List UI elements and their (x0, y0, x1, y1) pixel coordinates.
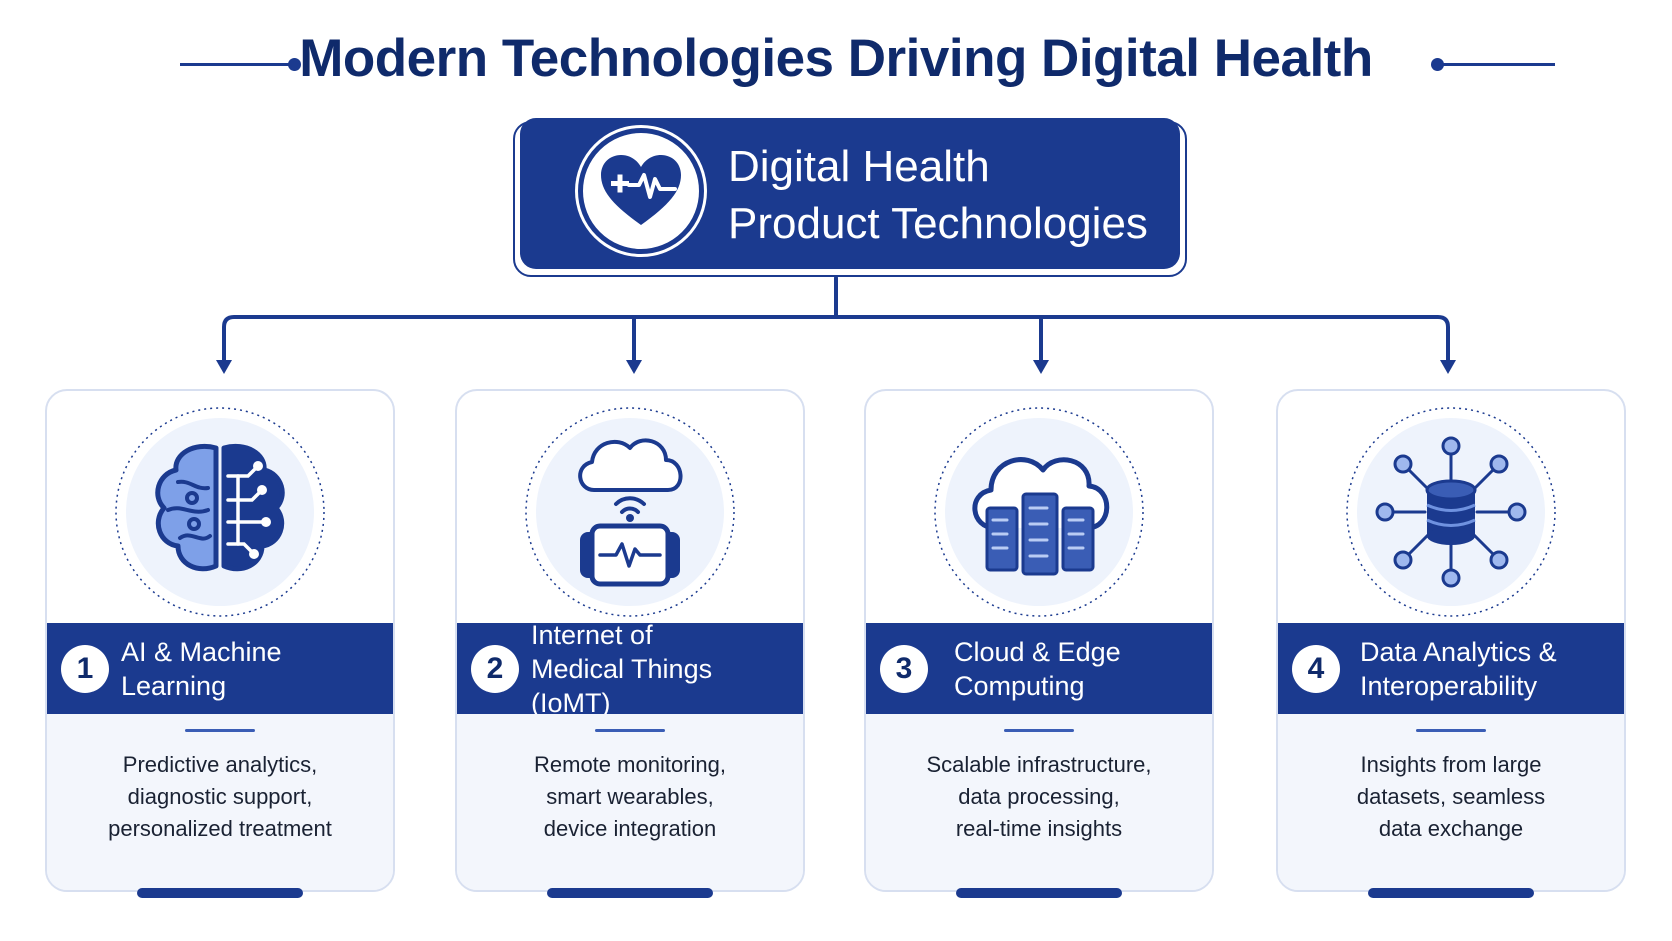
card-number-badge: 3 (880, 645, 928, 693)
card-title-band: 2 Internet of Medical Things (IoMT) (457, 620, 803, 718)
card-title-band: 4 Data Analytics & Interoperability (1278, 623, 1624, 715)
card-desc-line3: device integration (543, 816, 717, 841)
card-accent-bar-2 (547, 888, 713, 898)
card-divider (595, 729, 665, 732)
card-body (1278, 714, 1624, 890)
card-number-badge: 2 (471, 645, 519, 693)
tech-card-ai-ml: 1 AI & Machine Learning Predictive analy… (45, 389, 395, 892)
root-node-title-line1: Digital Health (728, 142, 990, 191)
card-title: AI & Machine Learning (121, 623, 385, 715)
card-number-badge: 1 (61, 645, 109, 693)
card-title-line1: Cloud & Edge (954, 637, 1121, 667)
arrowhead-3 (1033, 360, 1049, 374)
arrowhead-2 (626, 360, 642, 374)
root-node-title: Digital Health Product Technologies (728, 138, 1168, 252)
card-title-line2: Medical Things (IoMT) (531, 654, 713, 718)
arrowhead-4 (1440, 360, 1456, 374)
card-description: Insights from large datasets, seamless d… (1298, 749, 1604, 845)
connector-bus (222, 315, 1450, 364)
card-description: Predictive analytics, diagnostic support… (67, 749, 373, 845)
card-desc-line1: Scalable infrastructure, (926, 752, 1152, 777)
card-accent-bar-4 (1368, 888, 1534, 898)
card-desc-line3: data exchange (1378, 816, 1524, 841)
root-node-title-line2: Product Technologies (728, 199, 1148, 248)
card-desc-line3: real-time insights (955, 816, 1123, 841)
card-accent-bar-1 (137, 888, 303, 898)
card-body (866, 714, 1212, 890)
card-divider (185, 729, 255, 732)
card-title: Cloud & Edge Computing (954, 623, 1204, 715)
title-row: Modern Technologies Driving Digital Heal… (0, 28, 1672, 92)
card-title-line1: AI & Machine Learning (121, 637, 282, 701)
card-divider (1004, 729, 1074, 732)
card-desc-line2: diagnostic support, (127, 784, 313, 809)
card-desc-line2: datasets, seamless (1356, 784, 1546, 809)
database-network-icon (1343, 404, 1559, 620)
card-accent-bar-3 (956, 888, 1122, 898)
card-title-line2: Computing (954, 671, 1085, 701)
title-dot-left (288, 58, 301, 71)
card-description: Scalable infrastructure, data processing… (886, 749, 1192, 845)
card-desc-line1: Remote monitoring, (534, 752, 726, 777)
page-title: Modern Technologies Driving Digital Heal… (299, 29, 1373, 88)
card-body (47, 714, 393, 890)
card-desc-line3: personalized treatment (108, 816, 332, 841)
tech-card-cloud-edge: 3 Cloud & Edge Computing Scalable infras… (864, 389, 1214, 892)
heart-pulse-icon (578, 128, 704, 254)
card-description: Remote monitoring, smart wearables, devi… (477, 749, 783, 845)
card-number-badge: 4 (1292, 645, 1340, 693)
cloud-servers-icon (931, 404, 1147, 620)
tech-card-data-analytics: 4 Data Analytics & Interoperability Insi… (1276, 389, 1626, 892)
card-title-band: 3 Cloud & Edge Computing (866, 623, 1212, 715)
card-title-line2: Interoperability (1360, 671, 1538, 701)
card-divider (1416, 729, 1486, 732)
cloud-wearable-icon (522, 404, 738, 620)
card-title: Data Analytics & Interoperability (1360, 623, 1616, 715)
title-dot-right (1431, 58, 1444, 71)
card-title-line1: Data Analytics & (1360, 637, 1557, 667)
card-desc-line1: Insights from large (1360, 752, 1542, 777)
tech-card-iomt: 2 Internet of Medical Things (IoMT) Remo… (455, 389, 805, 892)
arrowhead-1 (216, 360, 232, 374)
card-desc-line1: Predictive analytics, (122, 752, 318, 777)
brain-circuit-icon (112, 404, 328, 620)
title-rule-left (180, 63, 295, 66)
card-title-band: 1 AI & Machine Learning (47, 623, 393, 715)
card-body (457, 714, 803, 890)
card-desc-line2: data processing, (958, 784, 1120, 809)
card-desc-line2: smart wearables, (546, 784, 714, 809)
title-rule-right (1440, 63, 1555, 66)
card-title-line1: Internet of (531, 620, 653, 650)
card-title: Internet of Medical Things (IoMT) (531, 620, 795, 718)
